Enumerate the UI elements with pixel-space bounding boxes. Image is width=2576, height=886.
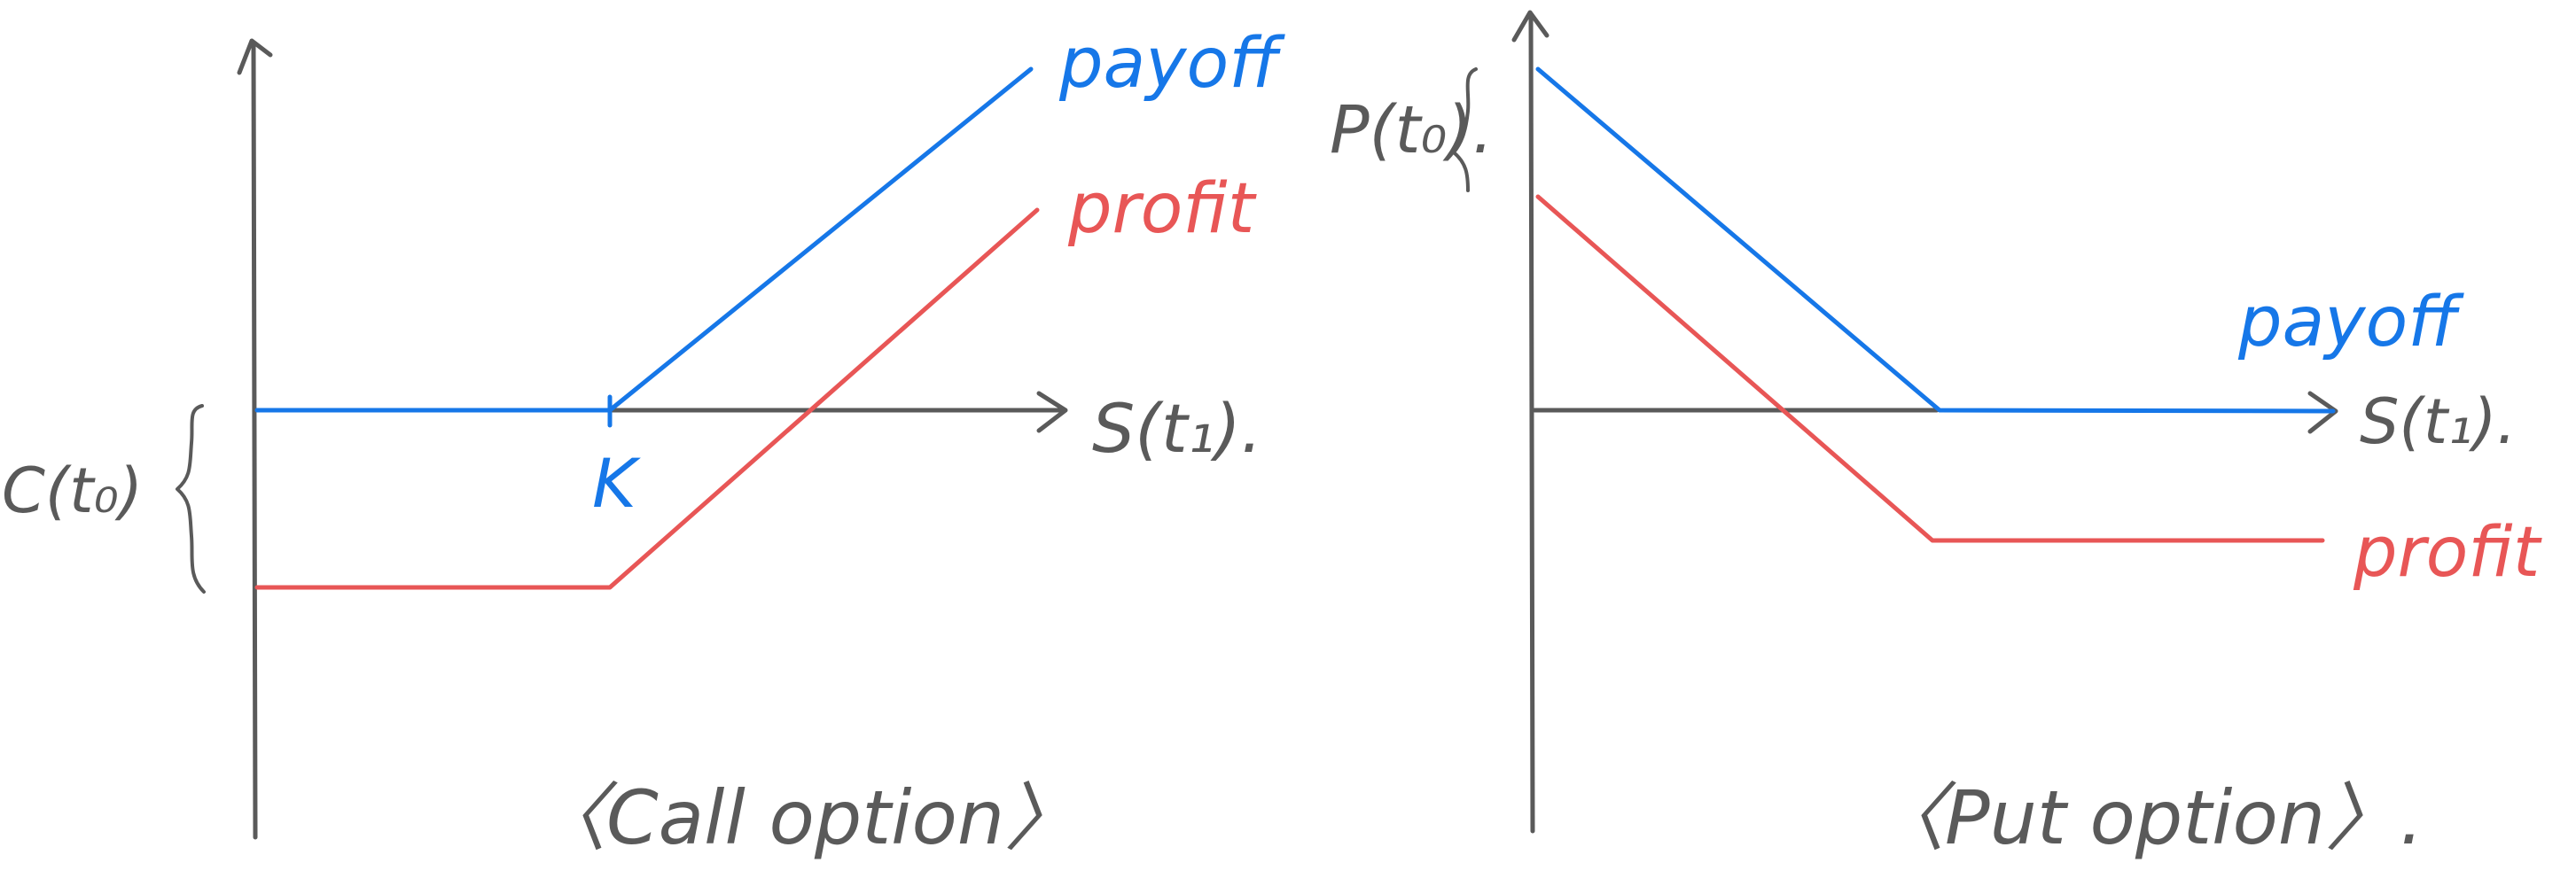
call-profit-line bbox=[254, 207, 1040, 590]
call-option-diagram: payoff profit S(t₁). K C(t₀) 〈Call optio… bbox=[2, 24, 1285, 861]
put-y-axis bbox=[1528, 13, 1535, 834]
call-x-axis-label: S(t₁). bbox=[1092, 389, 1262, 468]
put-premium-label: P(t₀). bbox=[1330, 92, 1494, 168]
put-profit-label: profit bbox=[2353, 513, 2542, 593]
put-payoff-label: payoff bbox=[2237, 283, 2464, 362]
put-y-axis-arrowhead bbox=[1511, 10, 1550, 43]
put-x-axis-arrowhead bbox=[2307, 391, 2338, 434]
put-x-axis-label: S(t₁). bbox=[2360, 385, 2517, 458]
strike-label: K bbox=[592, 444, 641, 523]
call-y-axis bbox=[251, 40, 258, 840]
put-option-caption: 〈Put option〉. bbox=[1870, 774, 2424, 861]
call-payoff-label: payoff bbox=[1058, 24, 1285, 104]
call-option-caption: 〈Call option〉 bbox=[532, 774, 1079, 861]
call-payoff-line bbox=[254, 66, 1034, 413]
put-profit-line bbox=[1535, 194, 2325, 543]
call-premium-brace bbox=[176, 404, 206, 594]
put-option-diagram: P(t₀). payoff S(t₁). profit 〈Put option〉… bbox=[1330, 10, 2542, 861]
put-premium-brace bbox=[1452, 67, 1478, 192]
put-payoff-line bbox=[1535, 66, 2336, 414]
call-y-axis-arrowhead bbox=[237, 38, 273, 75]
call-x-axis-arrowhead bbox=[1036, 391, 1068, 433]
call-premium-label: C(t₀) bbox=[2, 455, 143, 527]
call-profit-label: profit bbox=[1067, 169, 1257, 249]
